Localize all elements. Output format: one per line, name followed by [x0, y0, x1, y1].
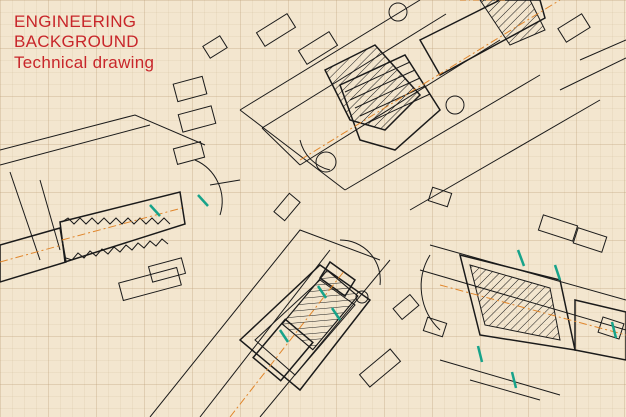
gear-assembly-drawing	[202, 0, 626, 211]
subtitle-technical-drawing: Technical drawing	[14, 52, 155, 72]
valve-assembly-drawing	[149, 192, 420, 417]
title-line-engineering: ENGINEERING	[14, 12, 137, 31]
title-line-background: BACKGROUND	[14, 32, 139, 52]
shaft-drawing	[419, 186, 626, 401]
tap-drawing	[0, 75, 241, 302]
title-block: ENGINEERING BACKGROUND Technical drawing	[14, 12, 154, 73]
